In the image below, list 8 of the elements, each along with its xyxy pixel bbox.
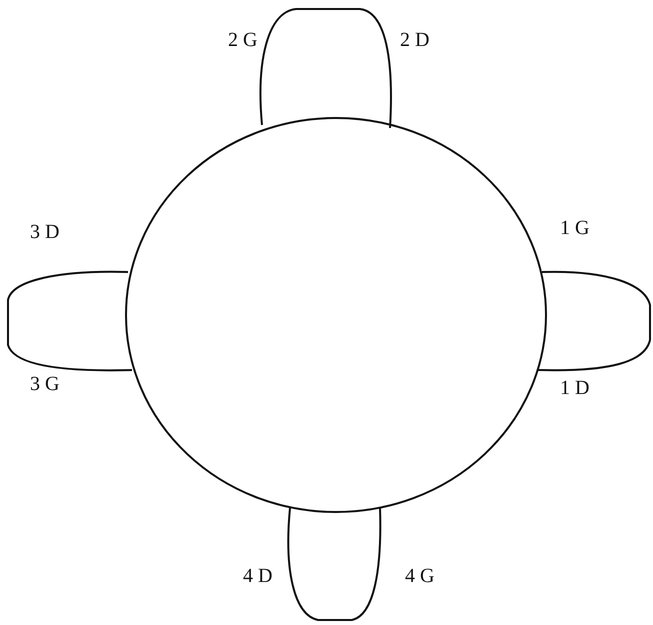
part-label: 1 D bbox=[560, 378, 590, 398]
part-label: 4 D bbox=[243, 566, 272, 586]
part-label: 1 G bbox=[560, 218, 590, 238]
part-label: 4 G bbox=[405, 566, 434, 586]
part-label: 2 D bbox=[400, 30, 430, 50]
part-label: 3 G bbox=[30, 374, 60, 394]
part-label: 3 D bbox=[30, 222, 60, 242]
part-label: 2 G bbox=[228, 30, 258, 50]
